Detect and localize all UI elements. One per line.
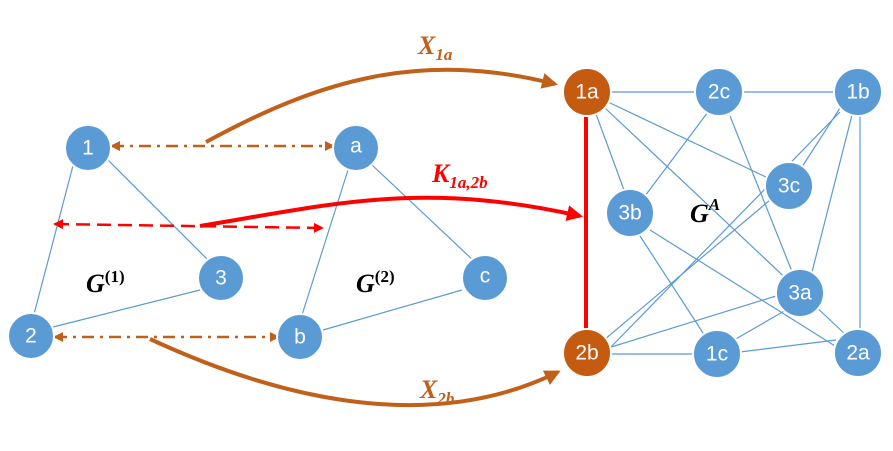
node-c-label: c (480, 265, 491, 288)
edge-3c-2b (603, 199, 771, 341)
node-1b: 1b (833, 67, 883, 117)
node-3a-label: 3a (788, 282, 812, 305)
edge-1c-2a (739, 339, 837, 353)
node-3c-label: 3c (778, 175, 800, 198)
label-x1a-base: X (417, 31, 436, 60)
node-2c: 2c (694, 67, 744, 117)
node-1a: 1a (562, 67, 612, 117)
node-c: c (461, 254, 509, 302)
node-3-label: 3 (215, 267, 227, 290)
node-1: 1 (64, 124, 112, 172)
label-k-base: K (431, 159, 451, 188)
node-1c-label: 1c (706, 343, 728, 366)
node-3: 3 (197, 254, 245, 302)
node-2b-label: 2b (575, 342, 598, 365)
edge-b-c (322, 289, 463, 331)
dashed-arrow-red (53, 219, 324, 233)
graphA-label: GA (690, 195, 720, 228)
edge-1-2 (32, 157, 76, 319)
arrow-x1a (205, 67, 558, 144)
label-x2b-base: X (419, 375, 438, 404)
node-3c: 3c (764, 161, 814, 211)
edge-1-3 (107, 159, 211, 263)
node-b-label: b (294, 326, 306, 349)
edge-1a-3b (595, 113, 625, 191)
edge-3a-2b (607, 295, 777, 349)
arrow-x2b (149, 337, 561, 407)
node-2-label: 2 (25, 325, 37, 348)
node-1c: 1c (692, 329, 742, 379)
node-3a: 3a (775, 268, 825, 318)
graph1-label: G(1) (86, 267, 125, 298)
edge-2c-3a (729, 115, 794, 275)
edge-3b-1c (639, 235, 706, 337)
graph2-label-base: G (356, 269, 375, 298)
correspondence-arrows (53, 141, 335, 342)
arrow-k (199, 195, 583, 228)
node-2c-label: 2c (708, 81, 730, 104)
graph2-label-sup: (2) (375, 267, 395, 286)
node-a-label: a (350, 135, 362, 158)
label-x2b-sub: 2b (436, 389, 454, 408)
graphA-edges (595, 91, 861, 355)
graph1-edges (32, 157, 211, 328)
graph1-label-sup: (1) (105, 267, 125, 286)
graph2-label: G(2) (356, 267, 395, 298)
node-2b: 2b (562, 328, 612, 378)
graph1-label-base: G (86, 269, 105, 298)
graph2-nodes: a b c (276, 124, 509, 361)
edge-1a-3c (607, 101, 769, 179)
edge-3a-1c (733, 309, 787, 341)
node-1-label: 1 (82, 137, 94, 160)
edge-a-b (301, 169, 349, 316)
edge-2c-3b (644, 111, 709, 197)
graph1-nodes: 1 2 3 (7, 124, 245, 360)
edge-a-c (371, 164, 476, 263)
label-x2b: X2b (419, 375, 454, 408)
edge-2-3 (52, 289, 201, 328)
label-k: K1a,2b (431, 159, 488, 192)
edge-1b-2b (609, 111, 841, 349)
node-1a-label: 1a (575, 81, 599, 104)
node-2a: 2a (833, 328, 883, 378)
node-2: 2 (7, 312, 55, 360)
edge-1b-3a (811, 114, 853, 273)
node-a: a (332, 124, 380, 172)
label-k-sub: 1a,2b (449, 173, 487, 192)
graphA-label-base: G (690, 199, 709, 228)
label-x1a: X1a (417, 31, 453, 64)
graphA-label-sup: A (708, 195, 720, 214)
edge-3b-2a (649, 229, 836, 347)
node-2a-label: 2a (846, 342, 870, 365)
node-1b-label: 1b (846, 81, 869, 104)
node-3b: 3b (605, 188, 655, 238)
node-b: b (276, 313, 324, 361)
label-x1a-sub: 1a (435, 45, 453, 64)
graphA-nodes: 1a 2c 1b 3c 3b 3a 2b 1c (562, 67, 883, 379)
graph2-edges (301, 164, 476, 331)
node-3b-label: 3b (618, 202, 641, 225)
